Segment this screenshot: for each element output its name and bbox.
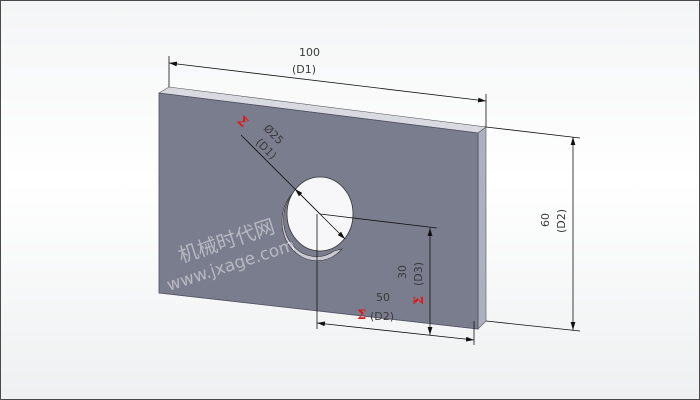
dim-height-name: (D2) (555, 209, 568, 233)
dim-hole-x-value: 50 (376, 291, 390, 304)
hole-x-sigma-symbol: Σ (357, 308, 366, 323)
dimension-hole-y[interactable]: 30 (D3) Σ (319, 213, 438, 335)
dimension-width[interactable]: 100 (D1) (168, 46, 487, 127)
dim-hole-y-name: (D3) (412, 262, 425, 286)
dim-height-value: 60 (539, 213, 552, 227)
dimension-height[interactable]: 60 (D2) (485, 126, 581, 332)
dimension-hole-x[interactable]: 50 Σ (D2) (316, 214, 475, 345)
dim-width-name: (D1) (292, 63, 316, 76)
plate-side-face[interactable] (477, 126, 487, 330)
dim-hole-x-name: (D2) (370, 310, 394, 323)
hole-y-sigma-symbol: Σ (412, 296, 427, 305)
dim-hole-y-value: 30 (396, 265, 409, 279)
dim-width-value: 100 (299, 46, 320, 59)
